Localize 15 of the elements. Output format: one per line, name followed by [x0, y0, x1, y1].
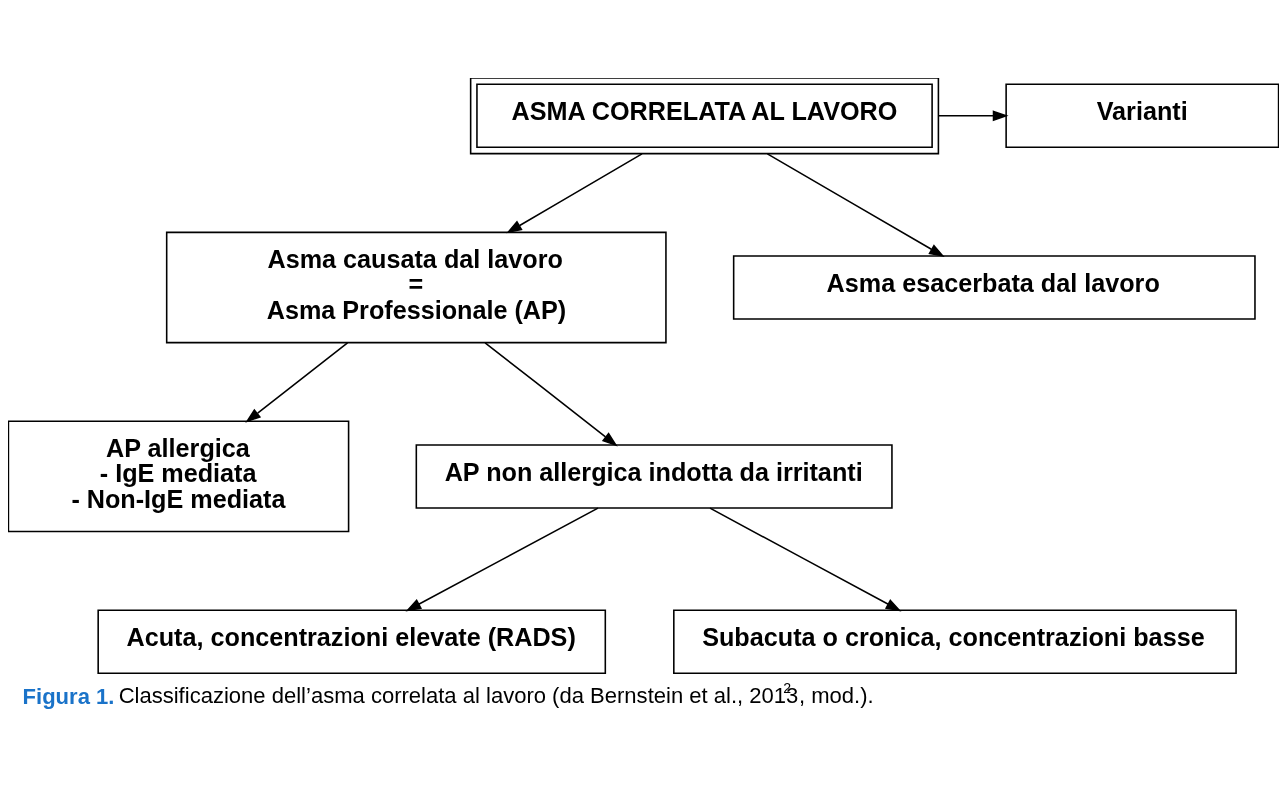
- arrow: [709, 506, 902, 611]
- node-box: Varianti: [1005, 83, 1279, 148]
- arrow: [937, 109, 1009, 121]
- node-box: Subacuta o cronica, concentrazioni basse: [673, 609, 1237, 674]
- arrow: [766, 152, 945, 257]
- arrow: [405, 506, 599, 611]
- arrow: [484, 341, 618, 446]
- arrow: [245, 341, 349, 423]
- node-box: Asma esacerbata dal lavoro: [732, 254, 1256, 320]
- node-box: Asma causata dal lavoro = Asma Professionale (AP): [165, 231, 667, 343]
- node-box: Acuta, concentrazioni elevate (RADS): [97, 609, 607, 674]
- node-box: ASMA CORRELATA AL LAVORO: [469, 77, 940, 154]
- node-box: AP non allergica indotta da irritanti: [415, 443, 893, 509]
- node-box: AP allergica - IgE mediata - Non-IgE mediata: [8, 420, 350, 532]
- arrow: [506, 152, 643, 233]
